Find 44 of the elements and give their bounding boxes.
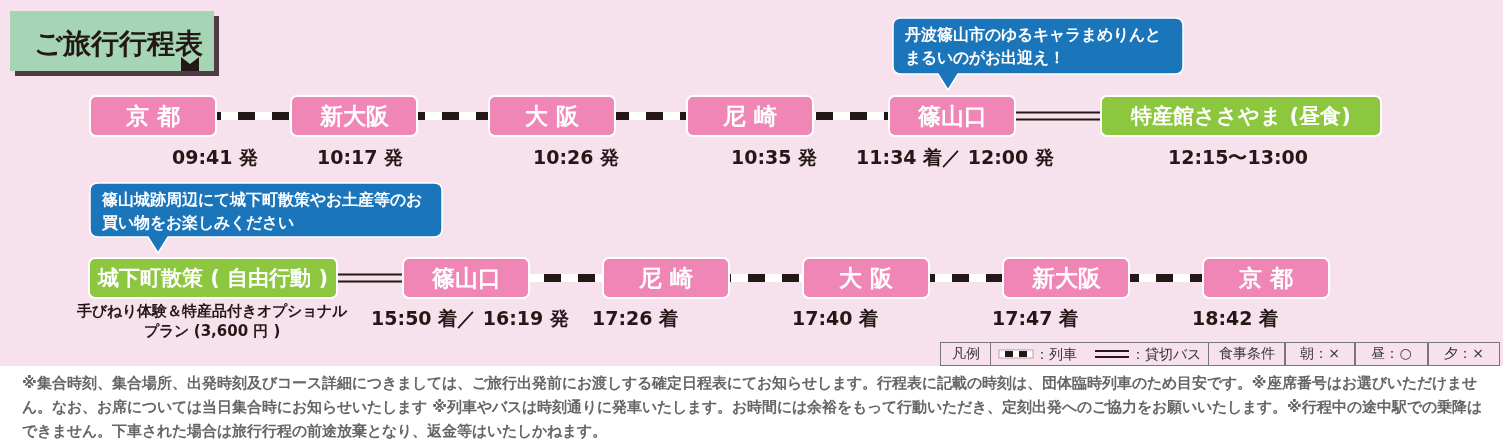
station-box: 新大阪 [1002, 257, 1130, 299]
activity-box: 城下町散策 ( 自由行動 ) [88, 257, 338, 299]
station-box: 京 都 [89, 95, 217, 137]
meal-cell: 朝：× [1285, 342, 1355, 366]
time-label: 17:47 着 [991, 306, 1079, 331]
activity-box: 特産館ささやま (昼食) [1100, 95, 1382, 137]
time-label: 12:15〜13:00 [1168, 145, 1308, 170]
station-box: 篠山口 [402, 257, 530, 299]
time-label: 15:50 着／ 16:19 発 [371, 306, 569, 331]
train-line [530, 274, 602, 282]
train-line [616, 112, 686, 120]
time-label: 10:35 発 [730, 145, 818, 170]
station-box: 尼 崎 [686, 95, 814, 137]
note-text: ※集合時刻、集合場所、出発時刻及びコース詳細につきましては、ご旅行出発前にお渡しする確定日程表にてお知らせします。行程表に記載の時刻は、団体臨時列車のため目安です。※座席番号はお選びいただけません。なお、お席については当日集合時にお知らせいたします ※列車やバスは時刻通りに発車いたします。お時間には余裕をもって行動いただき、定刻出発へのご協力をお願いいたします。※行程中の途中駅での乗降はできません。下車された場合は旅行行程の前途放棄となり、返金等はいたしかねます。 [22, 373, 1483, 442]
legend-text: ：貸切バス [1131, 346, 1201, 364]
train-line [217, 112, 290, 120]
time-label: 18:42 着 [1191, 306, 1279, 331]
speech-bubble: 丹波篠山市のゆるキャラまめりんとまるいのがお出迎え！ [893, 18, 1183, 90]
legend-text: ：列車 [1035, 346, 1077, 364]
train-line [418, 112, 488, 120]
station-box: 尼 崎 [602, 257, 730, 299]
time-label: 10:26 発 [532, 145, 620, 170]
train-line [814, 112, 888, 120]
time-label: 11:34 着／ 12:00 発 [856, 145, 1054, 170]
time-label: 09:41 発 [171, 145, 259, 170]
time-label: 17:26 着 [591, 306, 679, 331]
speech-bubble: 篠山城跡周辺にて城下町散策やお土産等のお買い物をお楽しみください [90, 183, 442, 253]
station-box: 篠山口 [888, 95, 1016, 137]
bus-line [336, 273, 404, 283]
time-label: 10:17 発 [316, 145, 404, 170]
meal-cell: 夕：× [1428, 342, 1500, 366]
station-box: 大 阪 [488, 95, 616, 137]
train-line [1130, 274, 1202, 282]
meal-cell: 昼：○ [1355, 342, 1428, 366]
time-label: 手びねり体験＆特産品付きオプショナルプラン (3,600 円 ) [76, 301, 348, 341]
meal-heading-cell: 食事条件 [1208, 342, 1285, 366]
time-label: 17:40 着 [791, 306, 879, 331]
station-box: 新大阪 [290, 95, 418, 137]
legend-heading-cell: 凡例 [940, 342, 991, 366]
station-box: 京 都 [1202, 257, 1330, 299]
train-line [730, 274, 802, 282]
bus-line [1014, 111, 1102, 121]
station-box: 大 阪 [802, 257, 930, 299]
train-line [930, 274, 1002, 282]
